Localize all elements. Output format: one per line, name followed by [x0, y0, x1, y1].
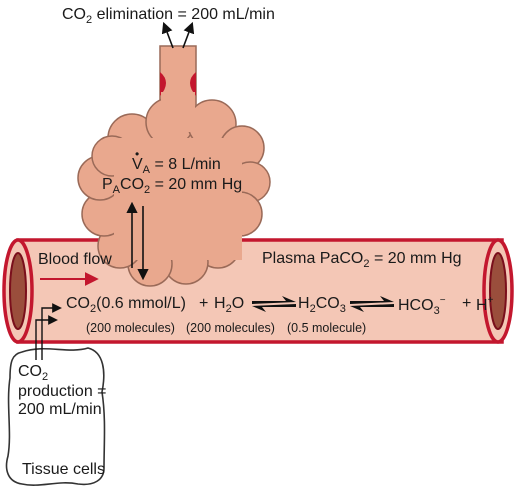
eq-plus-2: + [462, 295, 472, 312]
alveolar-pco2-label: PACO2 = 20 mm Hg [102, 176, 243, 196]
alveolus-cluster [77, 92, 271, 287]
alveolar-ventilation-label: •VA = 8 L/min [132, 147, 221, 176]
diffusion-arrows [126, 201, 149, 281]
plasma-paco2-label: Plasma PaCO2 = 20 mm Hg [262, 250, 462, 270]
molecules-h2co3: (0.5 molecule) [287, 321, 367, 335]
eq-co2: CO2(0.6 mmol/L) [66, 295, 186, 315]
co2-elimination-label: CO2 elimination = 200 mL/min [62, 6, 275, 26]
co2-production-line-1: CO2 [18, 363, 49, 383]
equilibrium-arrows [252, 296, 394, 312]
eq-h2o: H2O [214, 295, 245, 315]
tissue-cell [5, 347, 106, 486]
eq-h2co3: H2CO3 [298, 295, 346, 315]
molecules-h2o: (200 molecules) [186, 321, 275, 335]
blood-flow-label: Blood flow [38, 251, 112, 268]
tissue-cells-label: Tissue cells [22, 461, 105, 478]
co2-production-arrows [35, 303, 62, 360]
eq-hco3: HCO3− [398, 295, 446, 317]
co2-production-line-3: 200 mL/min [18, 401, 102, 418]
co2-production-line-2: production = [18, 383, 107, 400]
eq-plus-1: + [199, 295, 209, 312]
molecules-co2: (200 molecules) [86, 321, 175, 335]
exhale-arrows [161, 21, 195, 49]
blood-vessel [2, 238, 514, 344]
eq-h-ion: H+ [476, 295, 494, 314]
